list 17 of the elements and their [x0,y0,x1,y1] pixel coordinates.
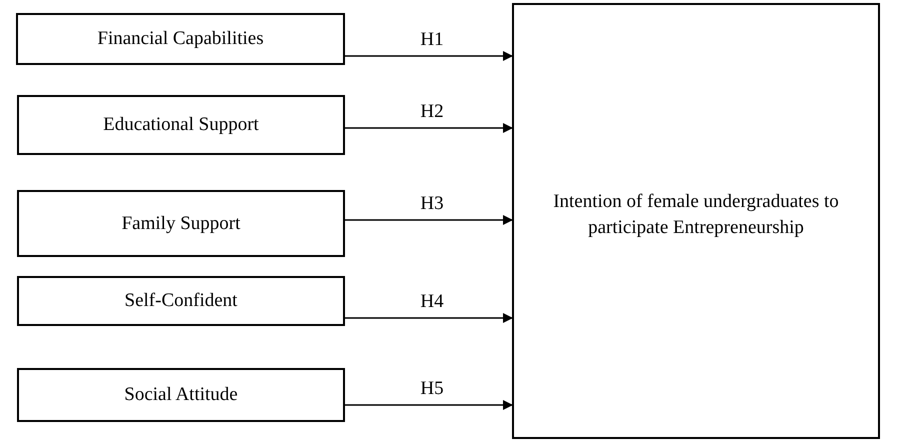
box-text: Social Attitude [124,383,238,408]
factor-box [17,368,345,422]
outcome-box [512,3,880,439]
factor-box [17,276,345,326]
box-text: Intention of female undergraduates to participate Entrepreneurship [552,190,840,240]
factor-box [17,95,345,155]
arrow [345,313,513,323]
factor-box [16,13,345,65]
box-text: Educational Support [103,113,259,138]
arrow [345,123,513,133]
box-text: Financial Capabilities [97,27,264,52]
box-text: Family Support [122,212,240,236]
arrow [345,215,513,225]
arrow [345,400,513,410]
box-text: Self-Confident [124,289,238,314]
arrow [345,51,513,61]
factor-box [17,190,345,257]
